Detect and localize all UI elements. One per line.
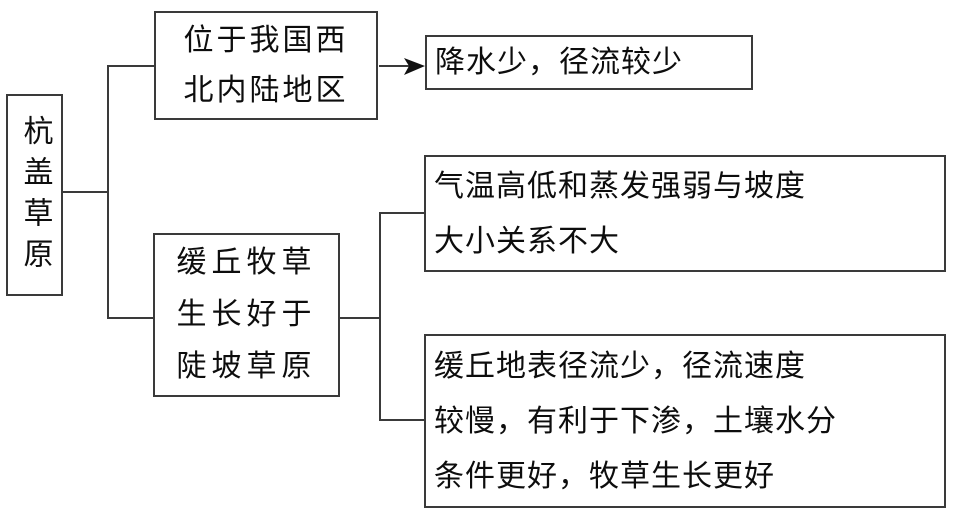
arrow-head-icon bbox=[404, 58, 425, 75]
connector-branch2-stem bbox=[340, 317, 381, 319]
node-conclusion-2b-label: 缓丘地表径流少，径流速度 较慢，有利于下渗，土壤水分 条件更好，牧草生长更好 bbox=[434, 349, 837, 493]
node-branch-2-label: 缓丘牧草 生长好于 陡坡草原 bbox=[176, 246, 317, 383]
connector-branch2-bracket-spine bbox=[379, 212, 381, 421]
node-branch-1-label: 位于我国西 北内陆地区 bbox=[183, 23, 349, 107]
connector-root-stem bbox=[63, 191, 109, 193]
node-branch-1[interactable]: 位于我国西 北内陆地区 bbox=[154, 11, 378, 120]
connector-root-bracket-spine bbox=[107, 65, 109, 319]
connector-root-to-branch1 bbox=[107, 65, 155, 67]
node-conclusion-2b[interactable]: 缓丘地表径流少，径流速度 较慢，有利于下渗，土壤水分 条件更好，牧草生长更好 bbox=[424, 334, 946, 508]
connector-root-to-branch2 bbox=[107, 317, 154, 319]
node-conclusion-1[interactable]: 降水少，径流较少 bbox=[425, 35, 753, 90]
connector-branch2-to-conclusion-a bbox=[379, 212, 425, 214]
node-root[interactable]: 杭盖草原 bbox=[6, 94, 63, 296]
node-conclusion-2a[interactable]: 气温高低和蒸发强弱与坡度 大小关系不大 bbox=[424, 155, 946, 272]
node-branch-2[interactable]: 缓丘牧草 生长好于 陡坡草原 bbox=[153, 233, 340, 397]
connector-branch1-to-conclusion-shaft bbox=[379, 65, 412, 67]
connector-branch2-to-conclusion-b bbox=[379, 419, 425, 421]
node-conclusion-1-label: 降水少，径流较少 bbox=[435, 46, 683, 79]
node-root-label: 杭盖草原 bbox=[18, 115, 52, 279]
node-conclusion-2a-label: 气温高低和蒸发强弱与坡度 大小关系不大 bbox=[434, 169, 806, 258]
